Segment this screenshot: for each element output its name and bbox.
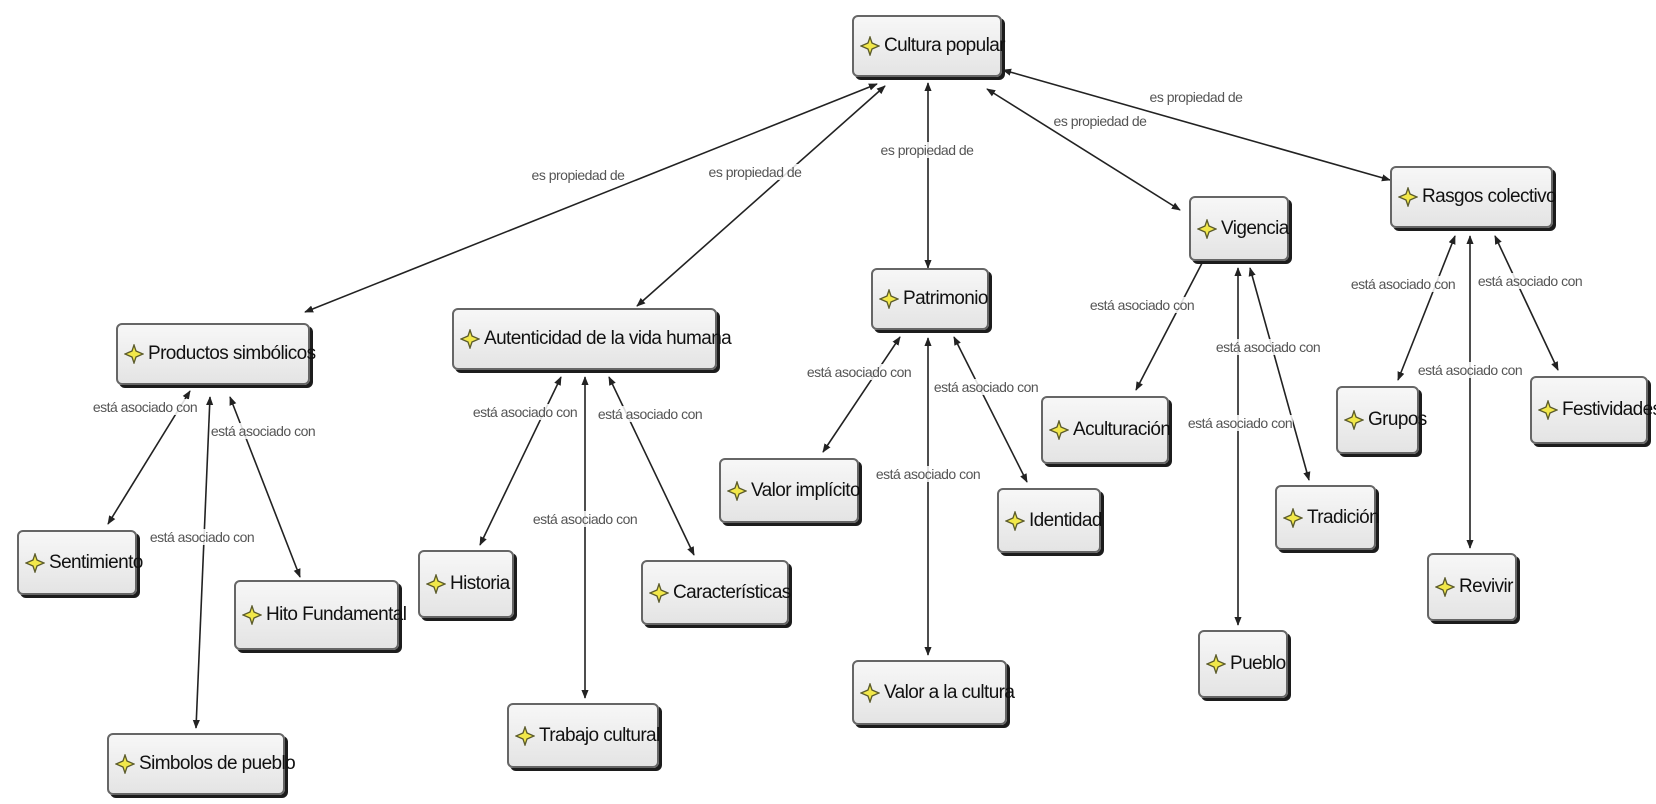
concept-icon	[879, 289, 899, 309]
concept-node-historia[interactable]: Historia	[418, 550, 514, 618]
link-label-associated: está asociado con	[1416, 362, 1524, 378]
concept-node-cultura-popular[interactable]: Cultura popular	[852, 15, 1006, 77]
concept-node-caracteristicas[interactable]: Características	[641, 560, 791, 625]
link-label-associated: está asociado con	[1476, 273, 1584, 289]
concept-node-sentimiento[interactable]: Sentimiento	[17, 530, 143, 595]
node-label: Vigencia	[1221, 217, 1289, 239]
connector-line	[822, 336, 901, 453]
connector-line	[636, 85, 886, 307]
node-label: Identidad	[1029, 509, 1102, 531]
link-label-property: es propiedad de	[1148, 89, 1244, 105]
connector-line	[953, 336, 1028, 483]
connector-line	[192, 396, 214, 729]
link-label-associated: está asociado con	[874, 466, 982, 482]
concept-icon	[1005, 510, 1025, 531]
link-label-property: es propiedad de	[707, 164, 803, 180]
connector-line	[1494, 235, 1559, 371]
concept-icon	[426, 574, 446, 594]
concept-icon	[1049, 420, 1069, 440]
concept-icon	[860, 682, 880, 703]
concept-node-productos-simbolicos[interactable]: Productos simbólicos	[116, 323, 316, 385]
concept-icon	[1435, 577, 1455, 597]
link-label-associated: está asociado con	[805, 364, 913, 380]
concept-node-identidad[interactable]: Identidad	[997, 488, 1102, 553]
node-label: Características	[673, 581, 791, 603]
concept-icon	[124, 344, 144, 364]
node-label: Pueblo	[1230, 653, 1286, 674]
link-label-associated: está asociado con	[1214, 339, 1322, 355]
node-label: Simbolos de pueblo	[139, 753, 296, 774]
link-label-associated: está asociado con	[1186, 415, 1294, 431]
concept-node-revivir[interactable]: Revivir	[1427, 553, 1517, 621]
node-label: Autenticidad de la vida humana	[484, 328, 732, 349]
node-label: Festividades	[1562, 399, 1656, 420]
concept-icon	[242, 605, 262, 625]
link-label-property: es propiedad de	[1052, 113, 1148, 129]
concept-node-hito-fundamental[interactable]: Hito Fundamental	[234, 580, 407, 650]
link-label-associated: está asociado con	[1088, 297, 1196, 313]
concept-node-simbolos-de-pueblo[interactable]: Simbolos de pueblo	[107, 733, 296, 795]
concept-icon	[1283, 507, 1303, 528]
concept-node-autenticidad[interactable]: Autenticidad de la vida humana	[452, 308, 732, 370]
link-label-property: es propiedad de	[530, 167, 626, 183]
connector-line	[608, 376, 695, 556]
concept-node-grupos[interactable]: Grupos	[1336, 386, 1427, 454]
node-label: Revivir	[1459, 576, 1513, 597]
node-label: Sentimiento	[49, 551, 143, 573]
node-label: Historia	[450, 573, 510, 594]
concept-node-valor-a-la-cultura[interactable]: Valor a la cultura	[852, 660, 1015, 725]
concept-node-tradicion[interactable]: Tradición	[1275, 485, 1380, 550]
concept-node-pueblo[interactable]: Pueblo	[1198, 630, 1288, 698]
node-label: Hito Fundamental	[266, 604, 407, 625]
node-label: Cultura popular	[884, 35, 1006, 56]
concept-node-vigencia[interactable]: Vigencia	[1189, 196, 1289, 261]
concept-icon	[460, 329, 480, 349]
concept-node-valor-implicito[interactable]: Valor implícito	[719, 458, 861, 523]
node-label: Patrimonio	[903, 288, 988, 309]
link-label-associated: está asociado con	[209, 423, 317, 439]
concept-icon	[25, 552, 45, 573]
concept-icon	[1206, 654, 1226, 674]
concept-node-patrimonio[interactable]: Patrimonio	[871, 268, 989, 330]
node-label: Rasgos colectivo	[1422, 186, 1557, 207]
connector-line	[304, 83, 878, 313]
concept-node-trabajo-cultural[interactable]: Trabajo cultural	[507, 703, 660, 768]
node-label: Valor a la cultura	[884, 681, 1015, 703]
link-label-associated: está asociado con	[91, 399, 199, 415]
concept-icon	[860, 36, 880, 56]
link-label-associated: está asociado con	[148, 529, 256, 545]
concept-icon	[1197, 218, 1217, 239]
connector-line	[986, 88, 1181, 211]
concept-icon	[727, 480, 747, 501]
node-label: Productos simbólicos	[148, 343, 316, 364]
concept-node-aculturacion[interactable]: Aculturación	[1041, 396, 1171, 464]
link-label-associated: está asociado con	[932, 379, 1040, 395]
link-label-associated: está asociado con	[1349, 276, 1457, 292]
link-label-property: es propiedad de	[879, 142, 975, 158]
node-label: Grupos	[1368, 409, 1427, 430]
concept-icon	[1398, 187, 1418, 207]
concept-icon	[649, 582, 669, 603]
link-label-associated: está asociado con	[471, 404, 579, 420]
concept-icon	[1538, 400, 1558, 420]
connector-line	[1135, 241, 1214, 391]
concept-icon	[1344, 410, 1364, 430]
node-label: Aculturación	[1073, 419, 1171, 440]
concept-node-rasgos-colectivo[interactable]: Rasgos colectivo	[1390, 166, 1557, 228]
connector-line	[1002, 68, 1391, 182]
node-label: Valor implícito	[751, 479, 861, 501]
node-label: Tradición	[1307, 506, 1380, 528]
concept-icon	[115, 754, 135, 774]
connector-line	[1397, 235, 1456, 381]
concept-node-festividades[interactable]: Festividades	[1530, 376, 1656, 444]
concept-icon	[515, 725, 535, 746]
link-label-associated: está asociado con	[596, 406, 704, 422]
connector-line	[1248, 267, 1311, 481]
link-label-associated: está asociado con	[531, 511, 639, 527]
node-label: Trabajo cultural	[539, 724, 660, 746]
